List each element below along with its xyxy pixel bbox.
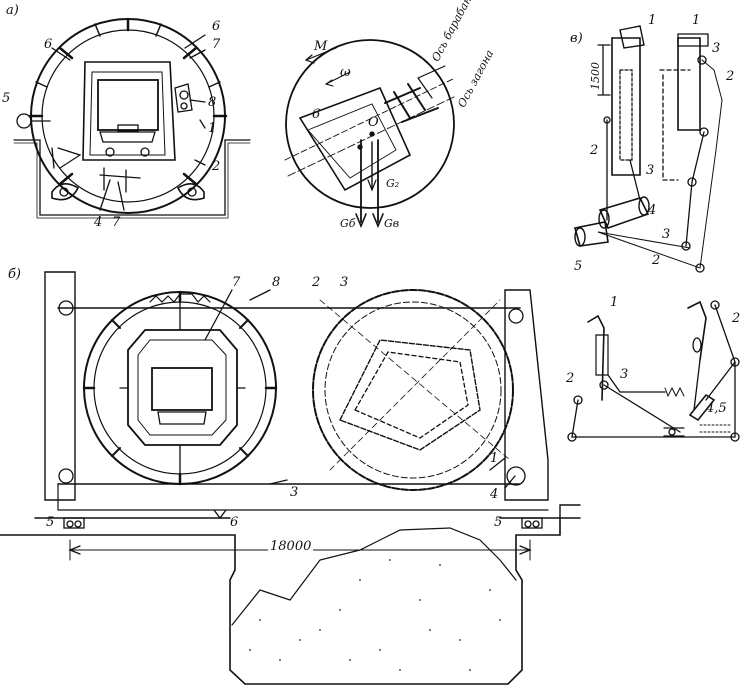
panel-v-dimension: 1500 xyxy=(589,62,602,90)
panel-b-dimension: 18000 xyxy=(268,539,314,554)
panel-a-label-6-right: 6 xyxy=(212,19,221,34)
panel-v-label-4: 4 xyxy=(648,203,657,218)
panel-v-letter: в) xyxy=(570,31,583,46)
panel-v-label-1-left: 1 xyxy=(648,13,657,28)
panel-a-drawing xyxy=(13,17,251,219)
panel-a-label-8: 8 xyxy=(208,95,217,110)
lower-right-drawing xyxy=(567,300,740,442)
panel-a-label-7-bottom: 7 xyxy=(112,215,121,230)
panel-b-label-5-right: 5 xyxy=(494,515,503,530)
panel-a-label-4: 4 xyxy=(94,215,103,230)
panel-a-label-6-left: 6 xyxy=(44,37,53,52)
lower-right-label-3: 3 xyxy=(620,367,629,382)
lower-right-label-2-left: 2 xyxy=(566,371,575,386)
panel-b-drawing xyxy=(0,271,581,685)
panel-b-label-7: 7 xyxy=(232,275,241,290)
panel-v-label-3-top: 3 xyxy=(712,41,721,56)
force-label-G2: G₂ xyxy=(386,177,400,190)
panel-b-letter: б) xyxy=(8,267,22,282)
lower-right-label-45: 4,5 xyxy=(706,401,727,416)
panel-b-label-4: 4 xyxy=(490,487,499,502)
panel-b-label-8: 8 xyxy=(272,275,281,290)
force-label-M: M xyxy=(314,39,328,54)
panel-v-label-2-low: 2 xyxy=(652,253,661,268)
panel-v-drawing xyxy=(573,25,723,273)
panel-b-label-3-bottom: 3 xyxy=(290,485,299,500)
force-label-omega: ω xyxy=(340,65,351,80)
panel-a-label-5: 5 xyxy=(2,91,11,106)
panel-v-label-1-right: 1 xyxy=(692,13,701,28)
panel-v-label-2-left: 2 xyxy=(590,143,599,158)
force-label-Gb: Gб xyxy=(340,217,356,230)
panel-b-label-6: 6 xyxy=(230,515,239,530)
panel-a-letter: а) xyxy=(6,3,19,18)
panel-a-label-1: 1 xyxy=(208,121,217,136)
panel-b-label-3-top: 3 xyxy=(340,275,349,290)
panel-a-label-7: 7 xyxy=(212,37,221,52)
force-label-O: O xyxy=(368,115,379,130)
lower-right-label-2-right: 2 xyxy=(732,311,741,326)
panel-v-label-2-top: 2 xyxy=(726,69,735,84)
panel-v-label-5: 5 xyxy=(574,259,583,274)
panel-b-label-5-left: 5 xyxy=(46,515,55,530)
panel-a-label-2: 2 xyxy=(212,159,221,174)
force-label-Gv: Gв xyxy=(384,217,400,230)
force-label-part-6: 6 xyxy=(312,107,321,122)
panel-b-label-1: 1 xyxy=(490,451,499,466)
panel-b-label-2: 2 xyxy=(312,275,321,290)
panel-v-label-3-mid: 3 xyxy=(646,163,655,178)
lower-right-label-1: 1 xyxy=(610,295,619,310)
force-diagram-drawing xyxy=(284,39,457,229)
panel-v-label-3-low: 3 xyxy=(662,227,671,242)
